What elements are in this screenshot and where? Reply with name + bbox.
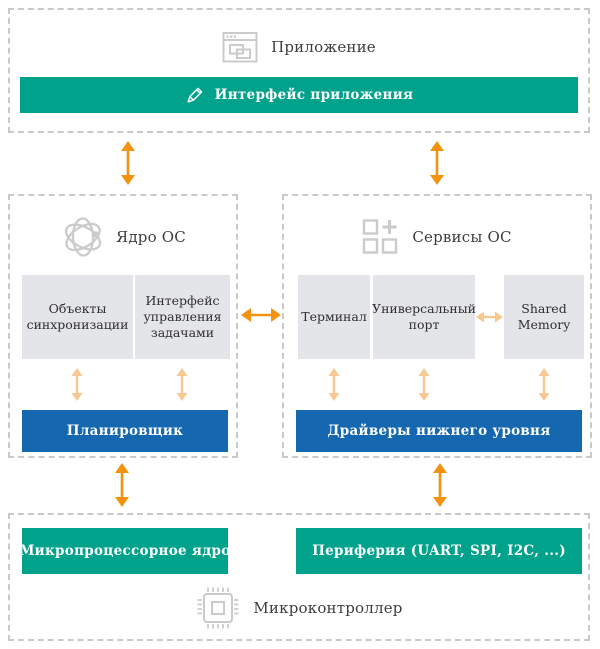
vertical-arrow-icon	[433, 463, 447, 507]
small-vertical-arrow-icon	[418, 368, 430, 401]
services-label: Сервисы ОС	[412, 228, 512, 246]
widgets-plus-icon	[363, 219, 398, 254]
small-vertical-arrow-icon	[328, 368, 340, 401]
peripherals-bar: Периферия (UART, SPI, I2C, ...)	[296, 528, 582, 574]
application-header: Приложение	[10, 23, 588, 71]
kernel-header: Ядро ОС	[10, 206, 236, 268]
application-layer-box: Приложение Интерфейс приложения	[8, 8, 590, 133]
services-block-universal-port: Универсальный порт	[372, 275, 476, 359]
services-box: Сервисы ОС Терминал Универсальный порт S…	[282, 194, 592, 458]
services-block-shared-memory: Shared Memory	[504, 275, 584, 359]
horizontal-arrow-icon	[241, 308, 281, 322]
services-header: Сервисы ОС	[284, 208, 590, 266]
pencil-icon	[187, 87, 203, 103]
services-block-terminal: Терминал	[298, 275, 370, 359]
mcu-core-bar: Микропроцессорное ядро	[19, 528, 230, 574]
small-vertical-arrow-icon	[538, 368, 550, 401]
small-horizontal-arrow-icon	[476, 311, 503, 323]
vertical-arrow-icon	[430, 141, 444, 185]
kernel-box: Ядро ОС Объекты синхронизации Интерфейс …	[8, 194, 238, 458]
microcontroller-box: Микропроцессорное ядро Периферия (UART, …	[8, 513, 590, 641]
kernel-block-sync-objects: Объекты синхронизации	[22, 275, 133, 359]
application-label: Приложение	[271, 38, 376, 56]
vertical-arrow-icon	[121, 141, 135, 185]
low-level-drivers-bar: Драйверы нижнего уровня	[296, 410, 582, 452]
chip-icon	[197, 587, 239, 629]
microcontroller-label: Микроконтроллер	[253, 599, 403, 617]
microcontroller-header: Микроконтроллер	[10, 580, 588, 636]
small-vertical-arrow-icon	[176, 368, 188, 401]
small-vertical-arrow-icon	[71, 368, 83, 401]
kernel-label: Ядро ОС	[116, 228, 186, 246]
kernel-block-task-management: Интерфейс управления задачами	[135, 275, 230, 359]
vertical-arrow-icon	[115, 463, 129, 507]
atom-icon	[64, 217, 102, 257]
app-window-icon	[222, 32, 258, 63]
application-interface-label: Интерфейс приложения	[214, 87, 414, 103]
scheduler-bar: Планировщик	[22, 410, 228, 452]
application-interface-bar: Интерфейс приложения	[20, 77, 578, 113]
